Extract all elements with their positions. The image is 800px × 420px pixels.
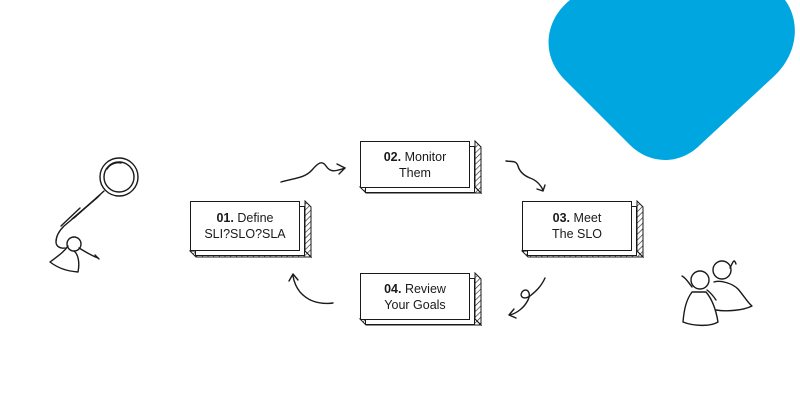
arrow-1-to-2 bbox=[280, 162, 346, 183]
step-2-line1: Monitor bbox=[404, 149, 447, 164]
step-4-line2: Your Goals bbox=[384, 297, 446, 312]
two-people-icon bbox=[681, 260, 753, 327]
step-box-3: 03. Meet The SLO bbox=[522, 201, 632, 251]
step-1-line1: Define bbox=[237, 211, 274, 225]
step-box-4: 04. Review Your Goals bbox=[360, 273, 470, 320]
step-4-line1: Review bbox=[404, 281, 446, 296]
step-box-2: 02. Monitor Them bbox=[360, 141, 470, 188]
step-1-number: 01. bbox=[216, 211, 234, 225]
step-3-number: 03. bbox=[552, 211, 571, 225]
box-shadows bbox=[188, 139, 645, 327]
arrow-4-to-1 bbox=[288, 273, 334, 305]
step-2-line2: Them bbox=[399, 165, 431, 180]
blue-blob-shape bbox=[548, 0, 795, 160]
step-4-number: 04. bbox=[384, 281, 402, 296]
arrow-3-to-4 bbox=[508, 277, 546, 319]
step-box-1: 01. Define SLI?SLO?SLA bbox=[190, 201, 300, 251]
step-3-line1: Meet bbox=[573, 211, 602, 225]
step-2-number: 02. bbox=[383, 149, 402, 164]
magnifying-glass-person-icon bbox=[49, 157, 139, 273]
step-1-line2: SLI?SLO?SLA bbox=[204, 227, 286, 241]
arrow-2-to-3 bbox=[505, 160, 546, 192]
step-3-line2: The SLO bbox=[551, 227, 603, 241]
